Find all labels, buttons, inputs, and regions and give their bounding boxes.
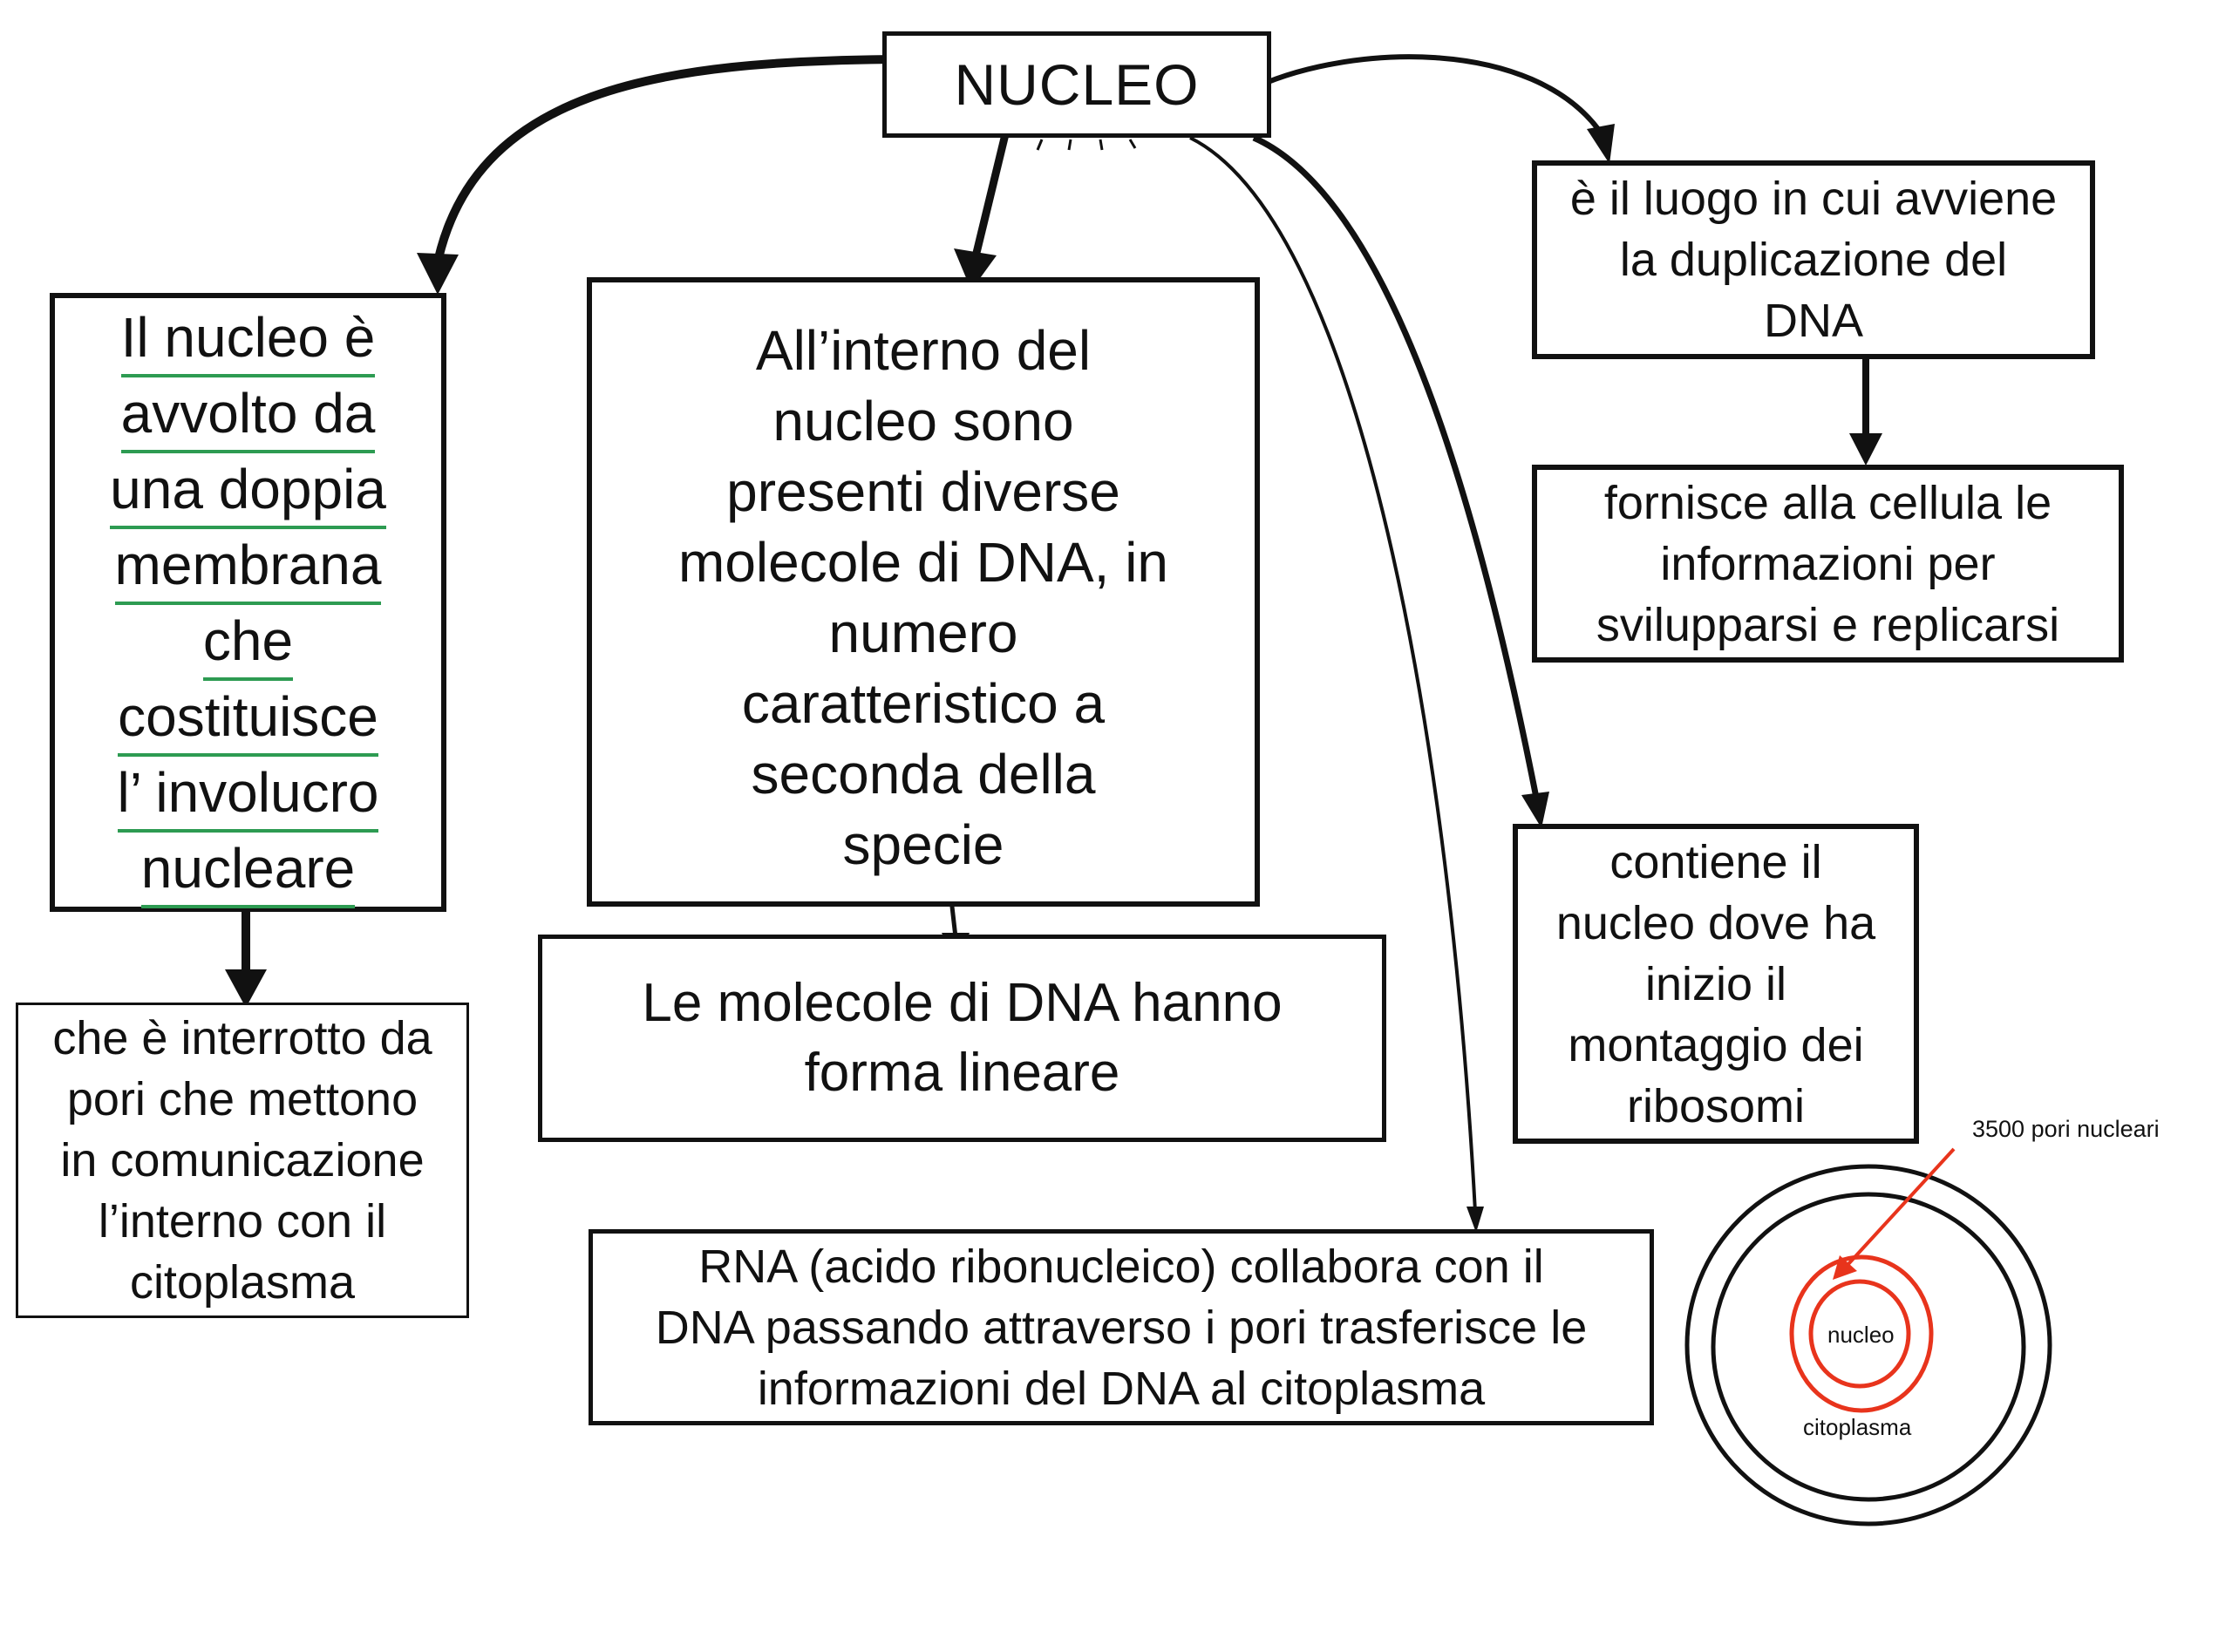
arrowhead	[954, 248, 997, 290]
node-text-line: svilupparsi e replicarsi	[1596, 598, 2060, 651]
node-text-line: avvolto da	[120, 377, 376, 453]
node-ribosome-assembly: contiene il nucleo dove ha inizio il mon…	[1513, 824, 1919, 1144]
node-text-line: montaggio dei	[1568, 1018, 1864, 1071]
node-text-line: costituisce	[118, 681, 378, 757]
node-cell-information: fornisce alla cellula le informazioni pe…	[1532, 465, 2124, 663]
node-text-line: nucleare	[140, 833, 356, 908]
node-text-line: molecole di DNA, in	[678, 531, 1168, 594]
node-nuclear-envelope: Il nucleo è avvolto da una doppia membra…	[50, 293, 446, 912]
node-text-line: seconda della	[751, 743, 1096, 806]
decorative-ticks	[1036, 139, 1137, 151]
node-text-line: All’interno del	[755, 319, 1092, 382]
node-text-line: DNA	[1763, 295, 1863, 347]
node-dna-duplication: è il luogo in cui avviene la duplicazion…	[1532, 160, 2095, 359]
node-text-line: specie	[842, 813, 1004, 876]
node-text-line: l’interno con il	[98, 1195, 387, 1247]
node-text-line: forma lineare	[804, 1043, 1120, 1103]
node-text-line: una doppia	[110, 453, 386, 529]
node-text-line: citoplasma	[129, 1256, 356, 1309]
node-text-line: caratteristico a	[741, 672, 1106, 735]
nuclear-envelope-inner	[1808, 1279, 1911, 1389]
node-text-line: è il luogo in cui avviene	[1569, 173, 2058, 225]
node-text-line: l’ involucro	[117, 757, 379, 833]
node-text-line: la duplicazione del	[1619, 234, 2008, 286]
node-text-line: informazioni del DNA al citoplasma	[757, 1362, 1486, 1415]
node-text-line: informazioni per	[1660, 537, 1996, 590]
node-text-line: che è interrotto da	[52, 1012, 432, 1064]
arrow-nucleo-to-ribosomes	[1252, 134, 1540, 799]
node-text-line: DNA passando attraverso i pori trasferis…	[655, 1301, 1588, 1354]
node-text-line: in comunicazione	[60, 1134, 425, 1186]
node-text-line: nucleo dove ha	[1555, 896, 1876, 949]
node-rna: RNA (acido ribonucleico) collabora con i…	[589, 1229, 1654, 1425]
node-text-line: presenti diverse	[726, 460, 1120, 523]
arrow-nucleo-to-rna	[1189, 136, 1477, 1213]
arrow-nucleo-to-dna-box	[972, 129, 1011, 255]
title-node-nucleo: NUCLEO	[882, 31, 1271, 138]
arrowhead	[1521, 792, 1549, 828]
node-text-line: Il nucleo è	[120, 302, 376, 377]
arrowhead	[1833, 1255, 1857, 1280]
cytoplasm-label: citoplasma	[1803, 1414, 1912, 1440]
title-highlight: NUCLEO	[943, 51, 1214, 118]
node-text-line: RNA (acido ribonucleico) collabora con i…	[698, 1240, 1544, 1293]
node-dna-molecules: All’interno del nucleo sono presenti div…	[587, 277, 1260, 907]
cell-membrane-outer	[1684, 1164, 2052, 1526]
node-linear-dna: Le molecole di DNA hanno forma lineare	[538, 935, 1386, 1142]
node-text-line: contiene il	[1609, 835, 1822, 888]
arrowhead	[1849, 433, 1882, 466]
arrowhead	[225, 969, 267, 1008]
node-text-line: nucleo sono	[772, 390, 1074, 452]
node-text-line: pori che mettono	[66, 1073, 418, 1125]
node-text-line: che	[202, 605, 294, 681]
node-nuclear-pores: che è interrotto da pori che mettono in …	[16, 1003, 469, 1318]
pores-pointer-arrow	[1847, 1147, 1956, 1266]
node-text-line: Le molecole di DNA hanno	[642, 973, 1283, 1033]
arrowhead	[1466, 1207, 1484, 1233]
node-text-line: membrana	[114, 529, 382, 605]
nuclear-envelope-outer	[1789, 1254, 1934, 1413]
title-text: NUCLEO	[954, 52, 1200, 117]
arrowhead	[1587, 124, 1615, 164]
arrow-nucleo-to-duplication	[1247, 54, 1605, 137]
node-text-line: numero	[828, 602, 1018, 664]
pores-label: 3500 pori nucleari	[1972, 1116, 2160, 1142]
arrowhead	[417, 253, 459, 295]
node-text-line: fornisce alla cellula le	[1603, 476, 2052, 529]
node-text-line: ribosomi	[1626, 1079, 1806, 1132]
arrow-nucleo-to-envelope	[432, 55, 899, 271]
cell-membrane-inner	[1711, 1192, 2026, 1502]
node-text-line: inizio il	[1644, 957, 1787, 1010]
nucleus-label: nucleo	[1827, 1322, 1895, 1348]
